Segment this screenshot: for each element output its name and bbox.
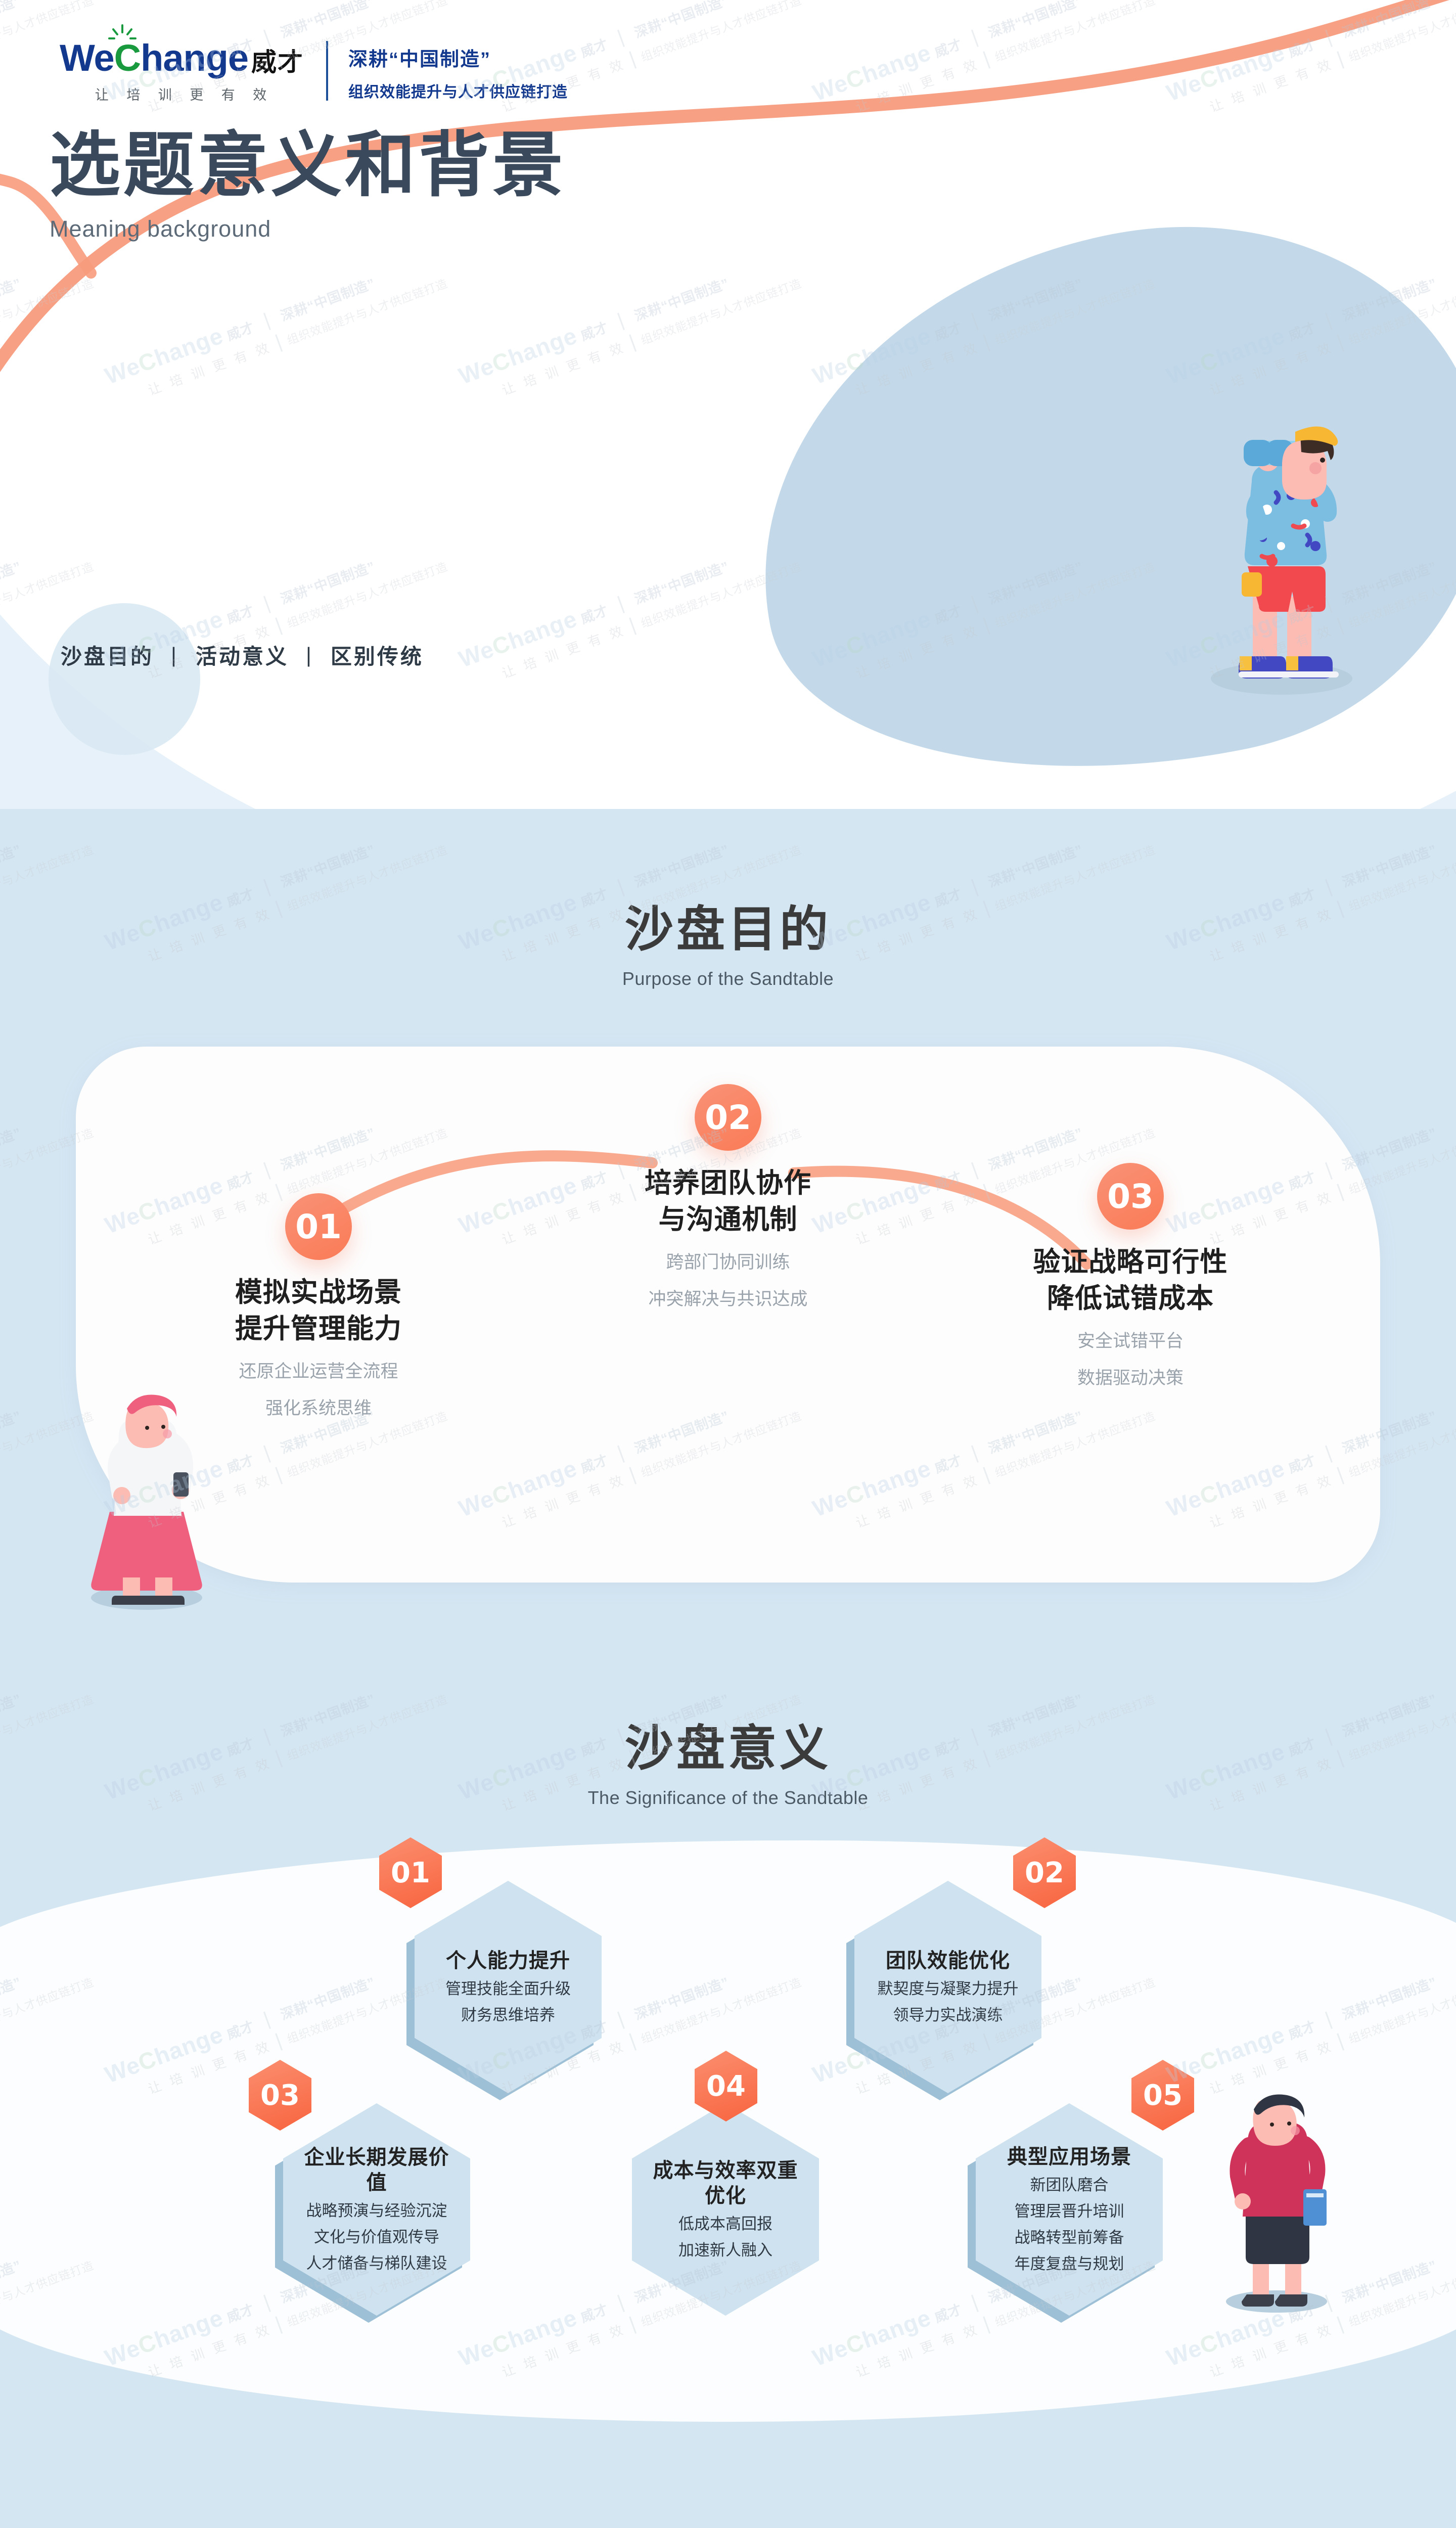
purpose-item-01-heading-line2: 提升管理能力 <box>235 1314 402 1344</box>
section-significance-subtitle: The Significance of the Sandtable <box>587 1787 869 1808</box>
significance-hex-01-line-0: 管理技能全面升级 <box>445 1979 571 1998</box>
logo-hange: hange <box>141 37 249 79</box>
spark-icon <box>108 24 136 39</box>
woman-with-folder-illustration <box>1226 2094 1327 2313</box>
page-subtitle: Meaning background <box>50 216 271 242</box>
purpose-item-03-desc-line1: 安全试错平台 <box>1077 1331 1184 1351</box>
section-significance-title: 沙盘意义 <box>625 1720 831 1777</box>
purpose-number-03: 03 <box>1097 1163 1164 1230</box>
nav-background-blob <box>49 603 200 755</box>
significance-hex-03-line-2: 人才储备与梯队建设 <box>306 2254 447 2273</box>
significance-hex-03-heading: 企业长期发展价值 <box>304 2146 449 2194</box>
section-difference-background <box>0 2472 1456 2528</box>
brand-slogan-line1: 深耕“中国制造” <box>348 49 491 70</box>
significance-hex-05-heading: 典型应用场景 <box>1007 2145 1131 2168</box>
significance-hex-03: 03 企业长期发展价值 战略预演与经验沉淀 文化与价值观传导 人才储备与梯队建设 <box>249 2060 470 2323</box>
logo-divider <box>326 41 329 101</box>
hero-orange-curve <box>0 0 1449 373</box>
woman-with-phone-illustration <box>91 1394 202 1610</box>
hex-inner <box>632 2103 819 2316</box>
nav-item-0[interactable]: 沙盘目的 <box>61 645 154 668</box>
nav-separator-1: | <box>305 643 313 667</box>
logo-tagline: 让 培 训 更 有 效 <box>95 87 274 103</box>
purpose-item-03-heading-line1: 验证战略可行性 <box>1033 1247 1228 1277</box>
purpose-item-01: 模拟实战场景 提升管理能力 还原企业运营全流程 强化系统思维 <box>157 1274 480 1421</box>
hero-nav: 沙盘目的 | 活动意义 | 区别传统 <box>49 603 424 755</box>
section-purpose-title: 沙盘目的 <box>625 901 831 958</box>
significance-hex-04-line-0: 低成本高回报 <box>678 2215 772 2233</box>
purpose-item-03-desc-line2: 数据驱动决策 <box>1077 1368 1184 1388</box>
section-purpose-subtitle: Purpose of the Sandtable <box>622 968 834 989</box>
significance-hex-05-line-2: 战略转型前筹备 <box>1014 2229 1124 2246</box>
significance-hex-04-line-1: 加速新人融入 <box>678 2241 772 2259</box>
explorer-illustration <box>1211 426 1352 695</box>
logo-we: We <box>60 37 115 79</box>
significance-hex-04-heading: 成本与效率双重优化 <box>653 2159 798 2207</box>
purpose-item-01-heading-line1: 模拟实战场景 <box>235 1277 402 1307</box>
logo-c: C <box>114 37 141 79</box>
section-significance-title-block: 沙盘意义 The Significance of the Sandtable <box>0 1709 1456 1809</box>
brand-slogan-line2: 组织效能提升与人才供应链打造 <box>348 84 568 101</box>
purpose-item-03: 验证战略可行性 降低试错成本 安全试错平台 数据驱动决策 <box>969 1244 1292 1391</box>
section-significance: 沙盘意义 The Significance of the Sandtable 0… <box>0 1658 1456 2498</box>
nav-separator-0: | <box>171 643 178 667</box>
purpose-connector-arcs <box>313 1150 1093 1270</box>
significance-hex-05-line-1: 管理层晋升培训 <box>1014 2202 1124 2220</box>
section-difference: 区别传统课程形式 Different from traditional cour… <box>0 2472 1456 2528</box>
purpose-item-01-desc-line1: 还原企业运营全流程 <box>239 1361 398 1381</box>
purpose-item-02-desc-line2: 冲突解决与共识达成 <box>648 1289 808 1309</box>
purpose-item-01-desc-line2: 强化系统思维 <box>265 1398 372 1418</box>
page-title: 选题意义和背景 <box>50 124 567 207</box>
significance-hex-01-line-1: 财务思维培养 <box>461 2006 555 2024</box>
significance-hex-03-line-0: 战略预演与经验沉淀 <box>306 2201 447 2220</box>
purpose-number-01: 01 <box>285 1193 352 1260</box>
purpose-item-02-heading-line2: 与沟通机制 <box>658 1204 798 1235</box>
significance-hex-02: 02 团队效能优化 默契度与凝聚力提升 领导力实战演练 <box>846 1837 1076 2100</box>
significance-hex-05-line-0: 新团队磨合 <box>1030 2176 1109 2194</box>
purpose-item-02-desc-line1: 跨部门协同训练 <box>666 1252 790 1272</box>
significance-hex-01: 01 个人能力提升 管理技能全面升级 财务思维培养 <box>379 1837 602 2100</box>
section-difference-title: 区别传统课程形式 <box>0 2518 1456 2528</box>
hex-body: 成本与效率双重优化 低成本高回报 加速新人融入 <box>632 2103 819 2316</box>
brand-slogan: 深耕“中国制造” 组织效能提升与人才供应链打造 <box>348 43 568 104</box>
section-purpose-title-block: 沙盘目的 Purpose of the Sandtable <box>0 890 1456 989</box>
purpose-item-03-heading-line2: 降低试错成本 <box>1047 1283 1214 1314</box>
significance-hex-02-line-0: 默契度与凝聚力提升 <box>877 1979 1019 1998</box>
significance-hex-05: 05 典型应用场景 新团队磨合 管理层晋升培训 战略转型前筹备 年度复盘与规划 <box>968 2060 1194 2323</box>
significance-hex-05-line-3: 年度复盘与规划 <box>1014 2255 1124 2273</box>
purpose-number-02: 02 <box>695 1084 761 1151</box>
significance-hex-01-heading: 个人能力提升 <box>446 1949 570 1972</box>
nav-item-2[interactable]: 区别传统 <box>330 645 424 668</box>
section-purpose: 沙盘目的 Purpose of the Sandtable 01 模拟实战场景 … <box>0 809 1456 1699</box>
purpose-item-02-heading-line1: 培养团队协作 <box>645 1168 811 1198</box>
nav-item-1[interactable]: 活动意义 <box>195 645 289 668</box>
significance-hex-02-line-1: 领导力实战演练 <box>893 2006 1003 2024</box>
logo-chinese-name: 威才 <box>251 48 304 76</box>
significance-hex-04: 04 成本与效率双重优化 低成本高回报 加速新人融入 <box>632 2051 819 2316</box>
significance-hex-02-heading: 团队效能优化 <box>886 1949 1010 1972</box>
section-difference-title-block: 区别传统课程形式 Different from traditional cour… <box>0 2518 1456 2528</box>
purpose-item-02: 培养团队协作 与沟通机制 跨部门协同训练 冲突解决与共识达成 <box>566 1165 890 1312</box>
significance-hex-03-line-1: 文化与价值观传导 <box>314 2228 439 2246</box>
purpose-card: 01 模拟实战场景 提升管理能力 还原企业运营全流程 强化系统思维 02 培养团… <box>76 1047 1380 1583</box>
hero-title-block: 选题意义和背景 Meaning background <box>50 127 566 242</box>
